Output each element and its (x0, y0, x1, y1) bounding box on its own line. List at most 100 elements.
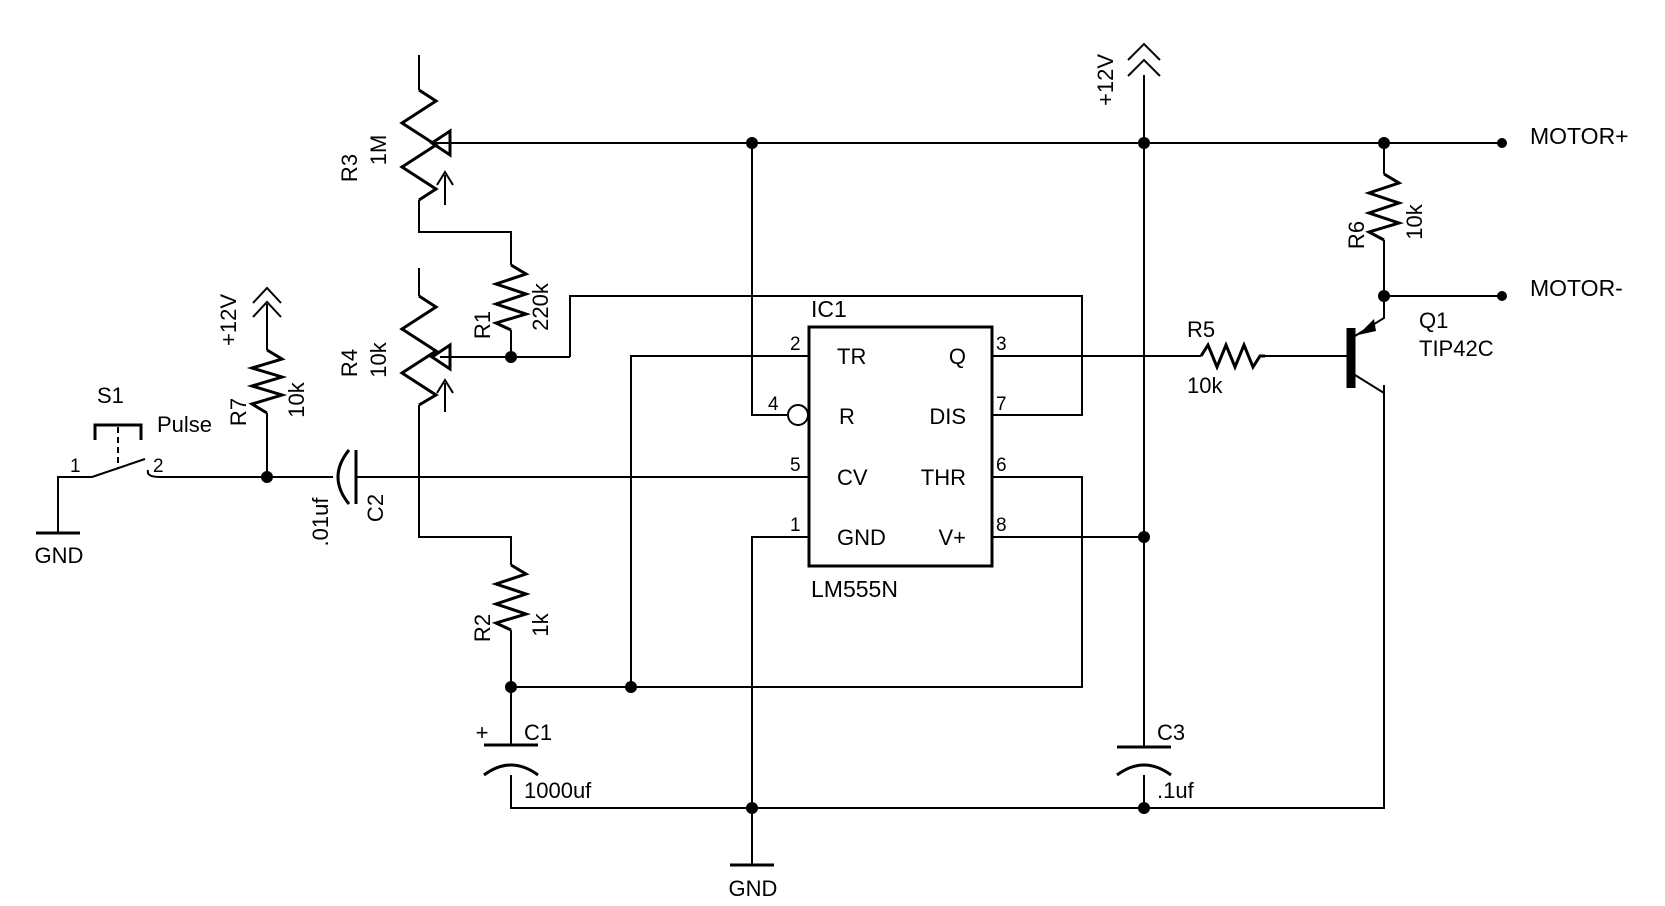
ground-rail-wire (510, 385, 1385, 809)
reset-wire (751, 143, 788, 416)
c1-curved-plate (483, 763, 539, 777)
r7-value: 10k (284, 381, 309, 417)
r1-resistor: R1 220k (470, 263, 553, 339)
terminal-motor-minus (1497, 291, 1507, 301)
c2-curved-plate (336, 449, 351, 505)
junction-dot (746, 137, 758, 149)
s1-pulse-label: Pulse (157, 412, 212, 437)
terminal-motor-plus (1497, 138, 1507, 148)
pin-name-dis: DIS (929, 404, 966, 429)
r2-value: 1k (528, 612, 553, 636)
c2-capacitor: C2 .01uf (308, 449, 388, 547)
pin-name-cv: CV (837, 465, 868, 490)
r4-value: 10k (366, 341, 391, 377)
top-supply-label: +12V (1093, 54, 1118, 106)
r7-supply-label: +12V (216, 294, 241, 346)
pin-name-thr: THR (921, 465, 966, 490)
pin-number: 3 (996, 334, 1007, 355)
s1-pushbutton-switch: S1 1 2 Pulse (70, 383, 212, 478)
c3-capacitor: C3 .1uf (1116, 720, 1195, 803)
wires (57, 55, 1502, 865)
r2-zigzag (491, 563, 531, 632)
c3-curved-plate (1116, 763, 1172, 777)
s1-pin1: 1 (70, 456, 81, 477)
s1-pin2: 2 (153, 456, 164, 477)
threshold-rail-wire (511, 476, 1083, 688)
pin-number: 6 (996, 455, 1007, 476)
r7-resistor: R7 10k (226, 348, 309, 426)
r1-zigzag (491, 263, 531, 332)
s1-button-cap (93, 423, 143, 440)
r4-wiper-arrow (429, 342, 452, 372)
c1-capacitor: + C1 1000uf (476, 720, 593, 803)
junction-dot (1138, 802, 1150, 814)
supply-top: +12V (1093, 42, 1161, 106)
gnd-bottom-label: GND (729, 876, 778, 901)
r4-potentiometer: R4 10k (337, 294, 454, 412)
ic1-lm555: IC1 LM555N 2 4 5 1 TR R CV GND 3 7 6 8 Q… (768, 296, 1007, 602)
r3-wiper-arrow (429, 128, 452, 158)
r4-zigzag (399, 294, 439, 407)
junction-dot (261, 471, 273, 483)
r6-value: 10k (1402, 203, 1427, 239)
r3-value: 1M (366, 135, 391, 166)
junctions (261, 137, 1507, 814)
r5-ref: R5 (1187, 317, 1215, 342)
pin-number: 7 (996, 394, 1007, 415)
junction-dot (1378, 137, 1390, 149)
r6-resistor: R6 10k (1344, 172, 1427, 249)
ic1-body (807, 325, 994, 568)
junction-dot (1138, 137, 1150, 149)
pin-name-gnd: GND (837, 525, 886, 550)
r4-adjust-arrow (436, 378, 454, 412)
pin-name-tr: TR (837, 344, 866, 369)
r7-ref: R7 (226, 398, 251, 426)
gnd-left-label: GND (35, 543, 84, 568)
r2-resistor: R2 1k (470, 563, 553, 642)
dis-loop-wire (569, 295, 1083, 416)
c2-value: .01uf (308, 497, 333, 547)
c1-polarity: + (476, 720, 489, 745)
q1-collector-lead (1354, 374, 1385, 394)
ic1-ref: IC1 (811, 296, 847, 322)
pin-name-vplus: V+ (938, 525, 966, 550)
c3-ref: C3 (1157, 720, 1185, 745)
r3-zigzag (399, 88, 439, 202)
r6-ref: R6 (1344, 221, 1369, 249)
r7-zigzag (246, 348, 288, 415)
r3-potentiometer: R3 1M (337, 88, 454, 205)
r2-ref: R2 (470, 614, 495, 642)
r5-zigzag (1199, 341, 1265, 371)
r1-ref: R1 (470, 311, 495, 339)
pin-number: 8 (996, 515, 1007, 536)
r3-r1-wire (418, 200, 512, 265)
junction-dot (505, 681, 517, 693)
q1-emitter-arrow (1358, 319, 1376, 335)
pin-number: 5 (790, 455, 801, 476)
q1-ref: Q1 (1419, 308, 1448, 333)
q1-part: TIP42C (1419, 336, 1494, 361)
q1-pnp-transistor: Q1 TIP42C (1346, 308, 1494, 388)
motor-plus-label: MOTOR+ (1530, 123, 1629, 149)
r4-r2-wire (418, 405, 512, 565)
supply-chevron-icon (252, 286, 282, 318)
junction-dot (746, 802, 758, 814)
ic1-part: LM555N (811, 576, 898, 602)
ground-symbol-bottom: GND (729, 863, 778, 901)
pin-number: 1 (790, 515, 801, 536)
c1-value: 1000uf (524, 778, 592, 803)
ground-symbol-left: GND (35, 531, 84, 568)
pin-number: 4 (768, 394, 779, 415)
junction-dot (505, 351, 517, 363)
motor-minus-label: MOTOR- (1530, 275, 1623, 301)
r4-ref: R4 (337, 349, 362, 377)
s1-contact-right (146, 469, 161, 478)
supply-chevron-icon (1127, 42, 1161, 77)
r3-ref: R3 (337, 154, 362, 182)
supply-r7: +12V (216, 286, 282, 346)
reset-inversion-bubble (787, 404, 809, 426)
c3-value: .1uf (1157, 778, 1195, 803)
trigger-wire (630, 355, 809, 687)
r6-zigzag (1364, 172, 1404, 242)
